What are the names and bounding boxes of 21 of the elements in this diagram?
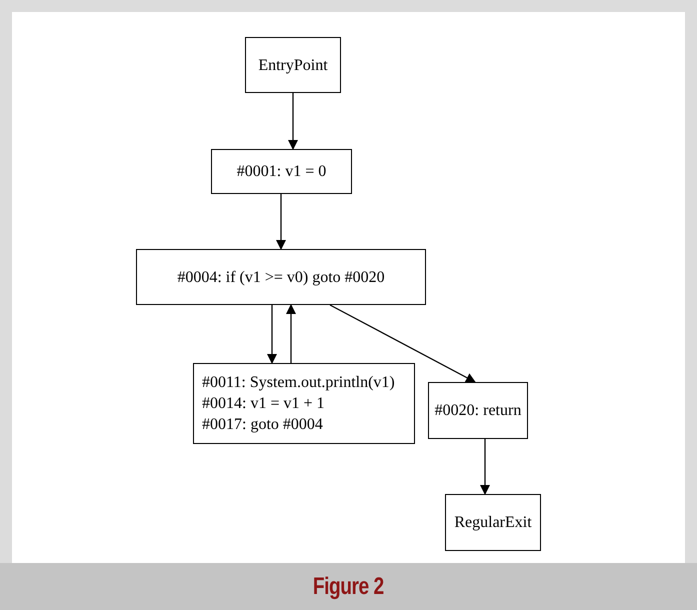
arrow — [480, 439, 490, 495]
arrow — [288, 93, 298, 150]
arrow — [276, 194, 286, 250]
code-line: RegularExit — [454, 513, 532, 533]
code-line: #0020: return — [434, 401, 522, 421]
process-box — [428, 382, 528, 439]
code-line: #0001: v1 = 0 — [236, 162, 326, 182]
code-line: #0017: goto #0004 — [202, 415, 323, 435]
code-line: #0014: v1 = v1 + 1 — [202, 394, 324, 414]
process-box — [211, 149, 352, 194]
code-line: EntryPoint — [258, 56, 328, 76]
process-box — [136, 249, 426, 305]
caption: Figure 2 — [313, 572, 384, 602]
code-line: #0011: System.out.println(v1) — [202, 373, 395, 393]
process-box — [193, 363, 415, 444]
arrow — [286, 304, 296, 363]
arrow — [267, 305, 277, 364]
arrow — [330, 304, 476, 383]
code-line: #0004: if (v1 >= v0) goto #0020 — [177, 268, 385, 288]
process-box — [445, 494, 541, 551]
process-box — [245, 37, 341, 93]
